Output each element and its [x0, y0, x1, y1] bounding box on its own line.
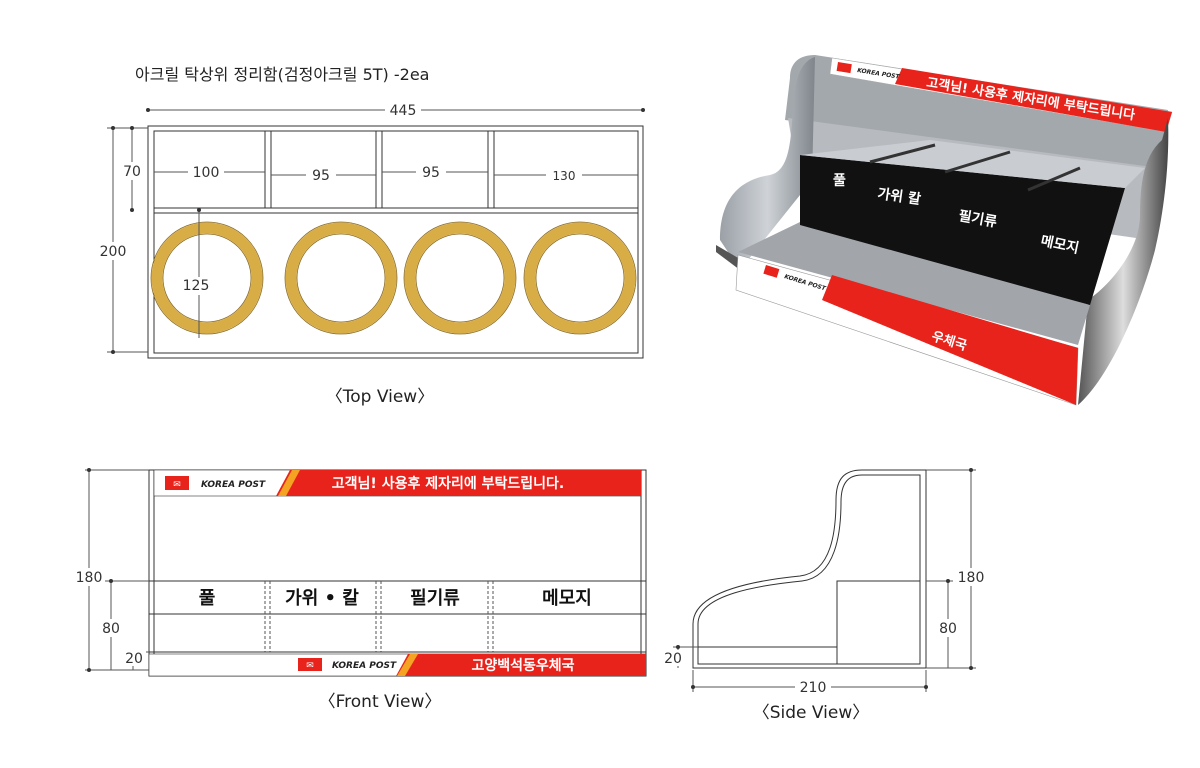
- dim-cell-2: 95: [312, 168, 330, 184]
- front-view-outline: [148, 469, 647, 677]
- cup-ring-1: [151, 222, 263, 334]
- render-compartment-1: 풀: [833, 173, 846, 189]
- cup-ring-2: [285, 222, 397, 334]
- top-view: 445 200 70 100 95 95 130 125 〈Top View: [97, 102, 645, 407]
- dim-hole: 125: [183, 278, 210, 294]
- front-view-caption: 〈Front View〉: [319, 692, 442, 712]
- bottom-banner: [396, 654, 646, 676]
- side-dim-height: 180: [958, 570, 985, 586]
- svg-text:✉: ✉: [173, 480, 181, 490]
- bottom-banner-text: 고양백석동우체국: [471, 658, 574, 674]
- svg-text:KOREA POST: KOREA POST: [201, 480, 266, 490]
- dim-front-depth: 70: [123, 164, 141, 180]
- render-compartment-3: 필기류: [957, 207, 998, 230]
- compartment-label-1: 풀: [199, 588, 216, 609]
- diagram-title: 아크릴 탁상위 정리함(검정아크릴 5T) -2ea: [135, 65, 429, 84]
- render-3d: KOREA POST 고객님! 사용후 제자리에 부탁드립니다 풀 가위 칼 필…: [716, 55, 1173, 406]
- compartment-label-4: 메모지: [542, 588, 592, 609]
- top-banner-text: 고객님! 사용후 제자리에 부탁드립니다.: [332, 475, 564, 492]
- front-dim-height: 180: [76, 570, 103, 586]
- front-dim-base: 20: [125, 651, 143, 667]
- render-compartment-panel: [800, 155, 1125, 305]
- dim-width: 445: [390, 103, 417, 119]
- compartment-label-2: 가위 • 칼: [285, 588, 359, 609]
- cup-ring-3: [404, 222, 516, 334]
- side-dim-depth: 210: [800, 680, 827, 696]
- side-dim-front: 80: [939, 621, 957, 637]
- side-view-caption: 〈Side View〉: [753, 703, 870, 723]
- svg-text:KOREA POST: KOREA POST: [332, 661, 397, 671]
- top-banner: [276, 470, 641, 496]
- side-view-outline: [692, 469, 927, 669]
- side-view: 180 80 20 210 〈Side View〉: [664, 468, 987, 723]
- korea-post-logo-bottom: ✉ KOREA POST: [298, 658, 397, 671]
- top-view-caption: 〈Top View〉: [326, 387, 434, 407]
- top-view-outline: [147, 125, 644, 359]
- dim-cell-4: 130: [553, 169, 576, 183]
- dim-cell-3: 95: [422, 165, 440, 181]
- front-dim-front: 80: [102, 621, 120, 637]
- svg-text:✉: ✉: [306, 661, 314, 671]
- side-dim-base: 20: [664, 651, 682, 667]
- render-top-banner: [895, 68, 1172, 132]
- dim-height: 200: [100, 244, 127, 260]
- render-bottom-banner: [822, 275, 1078, 405]
- render-compartment-4: 메모지: [1039, 233, 1080, 257]
- compartment-label-3: 필기류: [410, 588, 460, 609]
- render-compartment-2: 가위 칼: [876, 186, 921, 208]
- cup-ring-4: [524, 222, 636, 334]
- korea-post-logo: ✉ KOREA POST: [165, 476, 266, 490]
- dim-cell-1: 100: [193, 165, 220, 181]
- front-view: ✉ KOREA POST 고객님! 사용후 제자리에 부탁드립니다. 풀 가위 …: [73, 468, 647, 712]
